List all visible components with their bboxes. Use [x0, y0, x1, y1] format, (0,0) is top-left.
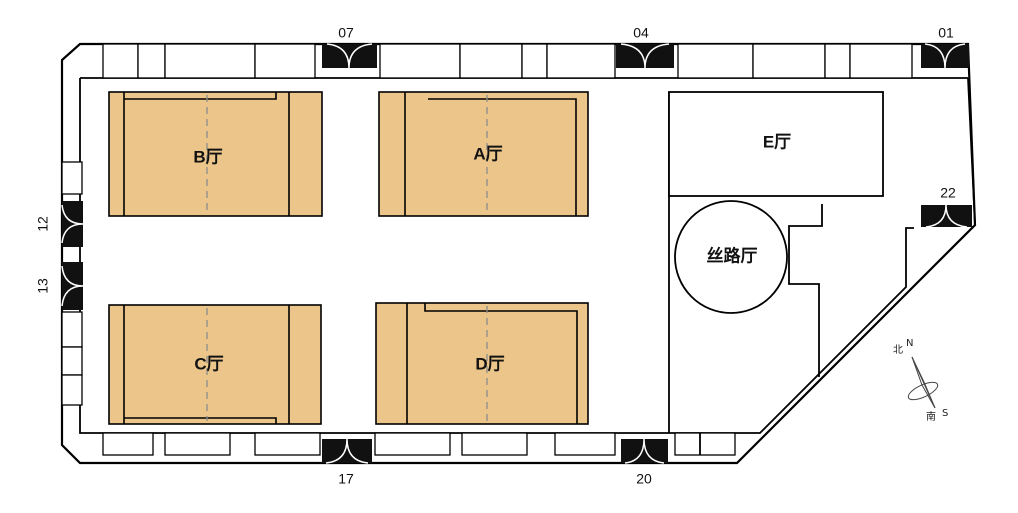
hall-a-area[interactable] [378, 91, 589, 217]
gate-12[interactable]: 12 [35, 201, 84, 247]
booth [461, 432, 528, 456]
compass-icon [907, 356, 939, 409]
booth [521, 43, 548, 79]
compass-south-cn: 南 [926, 410, 936, 423]
door-swing-icon [924, 43, 966, 69]
gate-12-door[interactable] [62, 201, 83, 247]
booth [554, 432, 616, 456]
booth [849, 43, 913, 79]
compass-south: S [942, 408, 948, 419]
booth [61, 311, 83, 348]
gate-13[interactable]: 13 [35, 262, 84, 310]
hall-d[interactable]: D厅 [375, 302, 589, 425]
hall-a[interactable]: A厅 [378, 91, 589, 217]
door-swing-icon [61, 265, 84, 307]
hall-e[interactable] [668, 91, 884, 197]
booth [752, 43, 826, 79]
booth [379, 43, 461, 79]
booth [164, 43, 256, 79]
booth [61, 374, 83, 406]
booth [374, 432, 451, 456]
hall-b-area[interactable] [108, 91, 323, 217]
hall-c-area[interactable] [108, 304, 322, 425]
booth [254, 43, 316, 79]
gate-04-label: 04 [633, 25, 649, 41]
compass-north: N [906, 338, 913, 349]
bottom-booth-row [102, 432, 736, 456]
gate-22-door[interactable] [921, 205, 972, 227]
hall-c[interactable]: C厅 [108, 304, 322, 425]
hall-d-label: D厅 [475, 354, 504, 373]
door-swing-icon [61, 204, 84, 244]
booth [674, 432, 736, 456]
booth [61, 346, 83, 376]
door-swing-icon [925, 204, 968, 228]
hall-a-label: A厅 [473, 144, 502, 163]
booth [677, 43, 754, 79]
hall-b[interactable]: B厅 [108, 91, 323, 217]
compass-north-cn: 北 [893, 344, 903, 356]
silk-road-hall[interactable] [674, 200, 788, 314]
compass: 北 N 南 S [893, 338, 948, 423]
booth [102, 43, 139, 79]
door-swing-icon [620, 43, 670, 69]
hall-d-area[interactable] [375, 302, 589, 425]
hall-b-label: B厅 [193, 147, 222, 166]
hall-c-label: C厅 [194, 354, 223, 373]
gate-01[interactable]: 01 [921, 25, 969, 69]
top-booth-row [102, 43, 913, 79]
booth [164, 432, 231, 456]
door-swing-icon [325, 438, 369, 464]
gate-22[interactable]: 22 [921, 185, 972, 228]
gate-07[interactable]: 07 [322, 25, 377, 69]
hall-e-zone: E厅 丝路厅 [668, 91, 884, 433]
gate-12-label: 12 [35, 216, 51, 232]
door-swing-icon [326, 43, 373, 69]
left-booth-row [61, 161, 83, 406]
inner-wall-right [967, 77, 976, 226]
booth [824, 43, 851, 79]
booth [102, 432, 154, 456]
booth [254, 432, 321, 456]
door-swing-icon [624, 438, 665, 464]
gate-04[interactable]: 04 [616, 25, 674, 69]
gate-13-door[interactable] [62, 262, 83, 310]
gate-13-label: 13 [35, 278, 51, 294]
gate-22-label: 22 [940, 185, 956, 201]
silk-road-partition [788, 204, 823, 377]
gate-01-label: 01 [938, 25, 954, 41]
gate-20-label: 20 [636, 471, 652, 487]
silk-road-hall-label: 丝路厅 [707, 245, 758, 265]
booth [459, 43, 523, 79]
booth [546, 43, 616, 79]
booth [61, 161, 83, 195]
gate-17-label: 17 [338, 471, 354, 487]
booth [137, 43, 166, 79]
gate-20[interactable]: 20 [621, 438, 668, 487]
gate-17[interactable]: 17 [322, 438, 372, 487]
hall-e-label: E厅 [763, 132, 791, 151]
gate-07-label: 07 [338, 25, 354, 41]
